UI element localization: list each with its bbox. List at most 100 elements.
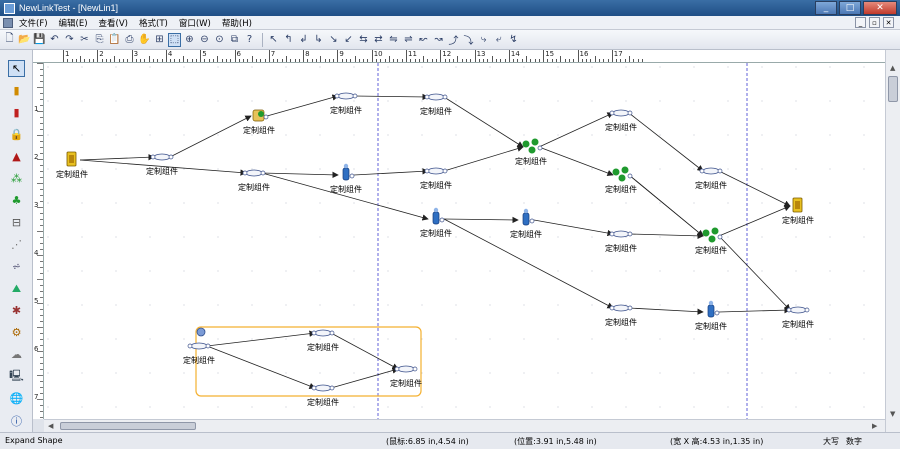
link-arrow[interactable] [206,345,316,389]
warning-tool-icon[interactable]: ▲ [12,150,21,163]
link-arrow[interactable] [538,112,614,148]
link-tool-3-icon[interactable]: ↲ [299,34,308,45]
selection-box[interactable] [195,326,422,397]
label-tool-icon[interactable]: ⊟ [11,216,22,229]
menu-window[interactable]: 窗口(W) [178,18,211,29]
link-tool-10-icon[interactable]: ⇌ [404,34,413,45]
custom-component-node[interactable]: 定制组件 [183,342,215,365]
info-tool-icon[interactable]: ⓘ [11,414,22,428]
link-arrow[interactable] [79,154,155,161]
link-arrow[interactable] [261,171,339,179]
menu-view[interactable]: 查看(V) [98,18,128,29]
link-arrow[interactable] [266,94,339,117]
link-tool-11-icon[interactable]: ↜ [419,34,428,45]
horizontal-scrollbar[interactable]: ◀ ▶ [44,419,885,432]
zoom-out-icon[interactable]: ⊖ [200,34,209,45]
link-arrow[interactable] [169,115,252,158]
link-tool-1-icon[interactable]: ↖ [269,34,278,45]
menu-file[interactable]: 文件(F) [19,18,48,29]
link-arrow[interactable] [533,219,614,237]
link-tool-14-icon[interactable]: ⤵ [463,36,474,47]
tree-tool-icon[interactable]: ♣ [11,194,22,207]
link-arrow[interactable] [718,306,791,314]
link-arrow[interactable] [206,330,316,347]
cut-icon[interactable]: ✂ [80,34,89,45]
pan-hand-icon[interactable]: ✋ [138,34,151,45]
copy-icon[interactable]: ⎘ [95,34,104,45]
select-region-icon[interactable]: ⬚ [168,32,181,47]
pointer-tool-icon[interactable]: ↖ [8,60,25,77]
link-arrow[interactable] [443,216,519,224]
custom-component-node[interactable]: 定制组件 [420,167,452,190]
custom-component-node[interactable]: 定制组件 [695,227,727,256]
link-tool-4-icon[interactable]: ↳ [314,34,323,45]
link-tool-12-icon[interactable]: ↝ [434,34,443,45]
link-arrow[interactable] [538,146,614,177]
new-file-icon[interactable]: 🗋 [5,33,14,44]
zoom-in-icon[interactable]: ⊕ [185,34,194,45]
scroll-down-icon[interactable]: ▼ [890,410,896,418]
link-tool-15-icon[interactable]: ⤷ [480,34,487,45]
open-folder-icon[interactable]: 📂 [18,34,31,45]
network-tool-icon[interactable]: ⁂ [11,172,22,185]
custom-component-node[interactable]: 定制组件 [695,300,727,331]
close-button[interactable]: ✕ [863,1,897,15]
link-tool-17-icon[interactable]: ↯ [509,34,518,45]
line-tool-icon[interactable]: ⋰ [11,238,22,251]
link-arrow[interactable] [261,172,429,221]
custom-component-node[interactable]: 定制组件 [782,197,814,225]
computer-tool-icon[interactable]: 🖳 [9,369,24,382]
link-tool-5-icon[interactable]: ↘ [329,34,338,45]
link-tool-16-icon[interactable]: ⤶ [495,34,502,45]
link-tool-7-icon[interactable]: ⇆ [359,34,368,45]
link-tool-6-icon[interactable]: ↙ [344,34,353,45]
zoom-fit-icon[interactable]: ⊙ [215,34,224,45]
menu-format[interactable]: 格式(T) [139,18,168,29]
link-arrow[interactable] [443,145,524,172]
print-icon[interactable]: ⎙ [125,34,134,45]
minimize-button[interactable]: _ [815,1,837,15]
custom-component-node[interactable]: 定制组件 [510,208,542,239]
gear-tool-icon[interactable]: ⚙ [11,326,22,339]
link-arrow[interactable] [718,170,791,207]
custom-component-node[interactable]: 定制组件 [605,230,637,253]
globe-tool-icon[interactable]: 🌐 [9,392,24,405]
mountain-tool-icon[interactable]: ⛰ [11,281,22,295]
hub-tool-icon[interactable]: ✱ [11,304,22,317]
yellow-shape-tool-icon[interactable]: ▮ [13,84,20,97]
horizontal-scroll-thumb[interactable] [60,422,196,430]
doc-close-button[interactable]: ✕ [883,17,894,28]
red-shape-tool-icon[interactable]: ▮ [13,106,20,119]
custom-component-node[interactable]: 定制组件 [238,169,270,192]
link-arrow[interactable] [718,235,791,311]
link-arrow[interactable] [628,232,704,240]
maximize-button[interactable]: □ [839,1,861,15]
link-arrow[interactable] [628,307,704,315]
custom-component-node[interactable]: 定制组件 [420,93,452,116]
custom-component-node[interactable]: 定制组件 [695,167,727,190]
custom-component-node[interactable]: 定制组件 [243,109,275,135]
link-arrow[interactable] [628,112,704,172]
link-tool-8-icon[interactable]: ⇄ [374,34,383,45]
link-arrow[interactable] [443,96,524,148]
doc-minimize-button[interactable]: _ [855,17,866,28]
custom-component-node[interactable]: 定制组件 [330,163,362,194]
link-arrow[interactable] [330,367,399,389]
save-icon[interactable]: 💾 [33,34,46,45]
doc-restore-button[interactable]: ▫ [869,17,880,28]
link-arrow[interactable] [718,205,791,237]
diagram-canvas[interactable]: 定制组件定制组件定制组件定制组件定制组件定制组件定制组件定制组件定制组件定制组件… [44,63,885,419]
layout-icon[interactable]: ⧉ [230,34,239,45]
vertical-scroll-thumb[interactable] [888,76,898,102]
lock-tool-icon[interactable]: 🔒 [9,128,24,141]
help-pointer-icon[interactable]: ? [246,34,253,45]
document-menu-icon[interactable] [3,17,13,28]
custom-component-node[interactable]: 定制组件 [605,109,637,132]
redo-icon[interactable]: ↷ [65,34,74,45]
menu-help[interactable]: 帮助(H) [221,18,252,29]
custom-component-node[interactable]: 定制组件 [307,384,339,407]
link-tool-2-icon[interactable]: ↰ [284,34,293,45]
menu-edit[interactable]: 编辑(E) [58,18,88,29]
cloud-tool-icon[interactable]: ☁ [11,348,22,361]
link-tool-13-icon[interactable]: ⤴ [448,36,459,47]
